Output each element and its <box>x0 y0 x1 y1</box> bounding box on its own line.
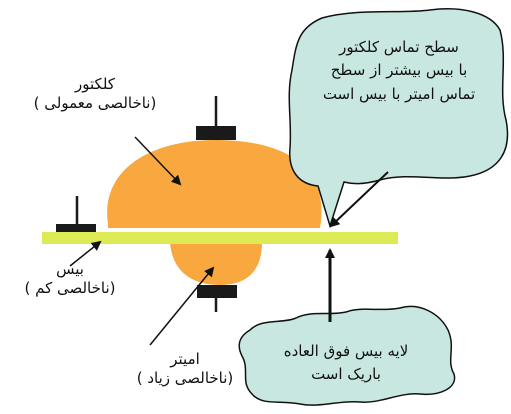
collector-region <box>107 140 322 228</box>
contact-area-callout-shape <box>288 8 509 229</box>
collector-note: (ناخالصی معمولی ) <box>33 93 157 112</box>
collector-arrow <box>134 136 182 186</box>
emitter-note: (ناخالصی زیاد ) <box>136 368 234 387</box>
collector-label: کلکتور (ناخالصی معمولی ) <box>20 75 170 113</box>
collector-terminal <box>196 96 236 140</box>
contact-area-callout-text: سطح تماس کلکتور با بیس بیشتر از سطح تماس… <box>294 36 504 106</box>
thin-base-callout-shape <box>238 305 456 406</box>
collector-name: کلکتور <box>75 75 115 93</box>
emitter-region <box>170 242 262 285</box>
thin-base-line-1: لایه بیس فوق العاده <box>283 342 409 360</box>
base-layer <box>42 232 398 244</box>
base-label: بیس (ناخالصی کم ) <box>0 260 140 298</box>
thin-base-callout-text: لایه بیس فوق العاده باریک است <box>246 340 446 387</box>
contact-area-line-3: تماس امیتر با بیس است <box>322 84 476 103</box>
contact-area-arrow <box>329 171 389 228</box>
base-note: (ناخالصی کم ) <box>24 278 116 297</box>
emitter-terminal <box>197 285 237 312</box>
contact-area-line-1: سطح تماس کلکتور <box>339 38 459 56</box>
thin-base-line-2: باریک است <box>311 365 381 384</box>
contact-area-line-2: با بیس بیشتر از سطح <box>330 61 468 80</box>
emitter-name: امیتر <box>170 350 200 368</box>
emitter-arrow <box>149 266 215 346</box>
base-terminal <box>56 196 96 237</box>
emitter-label: امیتر (ناخالصی زیاد ) <box>110 350 260 388</box>
base-name: بیس <box>56 260 84 278</box>
base-arrow <box>69 240 102 267</box>
